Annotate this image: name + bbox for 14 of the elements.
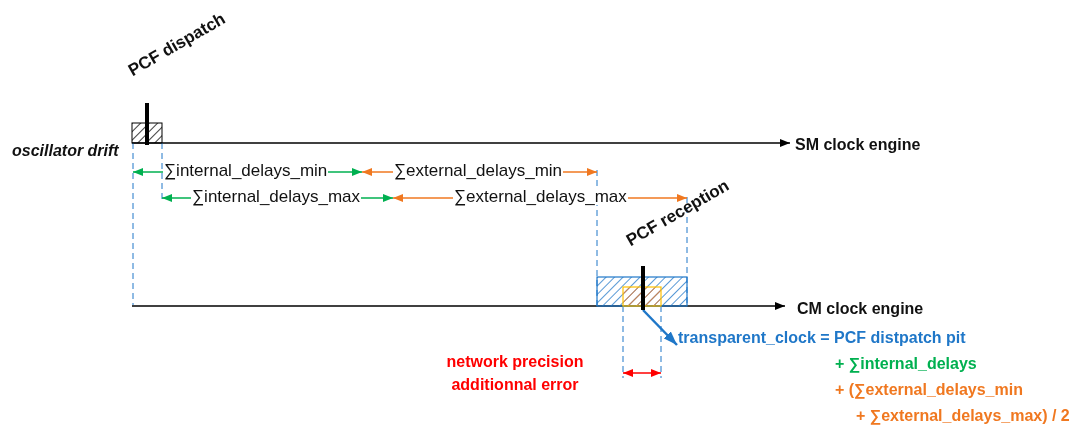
timeline-label: CM clock engine: [797, 301, 924, 317]
dimension-label: ∑internal_delays_max: [191, 188, 362, 205]
formula-text: + (∑external_delays_min: [835, 382, 1023, 398]
formula-text: + ∑external_delays_max) / 2: [856, 408, 1070, 424]
dimension-label: ∑external_delays_min: [393, 162, 564, 179]
dimension-label: ∑internal_delays_min: [163, 162, 329, 179]
drift-label: oscillator drift: [12, 143, 119, 159]
timestamp-mark: [641, 266, 645, 310]
error-label: network precision additionnal error: [445, 352, 585, 396]
dimension-label: ∑external_delays_max: [453, 188, 628, 205]
timeline-label: SM clock engine: [795, 137, 921, 153]
formula-text: transparent_clock = PCF distpatch pit: [678, 330, 966, 346]
formula-text: + ∑internal_delays: [835, 356, 977, 372]
leader-arrow: [642, 309, 678, 346]
